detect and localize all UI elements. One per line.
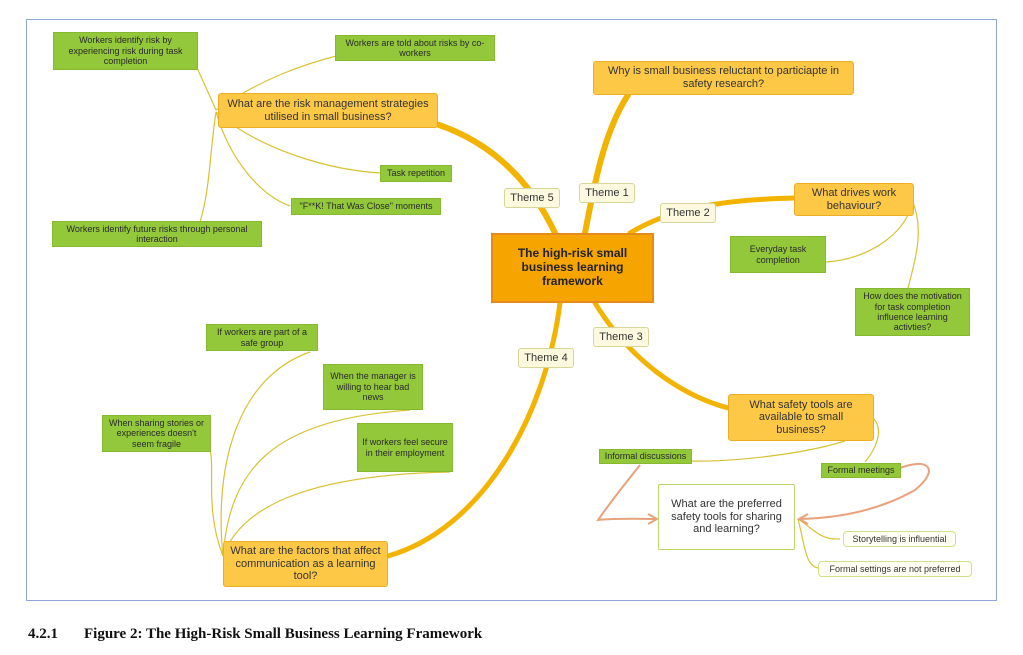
leaf-safe-group[interactable]: If workers are part of a safe group xyxy=(206,324,318,351)
leaf-task-repetition[interactable]: Task repetition xyxy=(380,165,452,182)
figure-frame xyxy=(26,19,997,601)
figure-caption: 4.2.1 Figure 2: The High-Risk Small Busin… xyxy=(28,626,482,643)
leaf-informal-discussions[interactable]: Informal discussions xyxy=(599,449,692,464)
leaf-storytelling[interactable]: Storytelling is influential xyxy=(843,531,956,547)
theme-5-label[interactable]: Theme 5 xyxy=(504,188,560,208)
theme-3-label[interactable]: Theme 3 xyxy=(593,327,649,347)
leaf-close-moments[interactable]: "F**K! That Was Close" moments xyxy=(291,198,441,215)
center-node[interactable]: The high-risk small business learning fr… xyxy=(491,233,654,303)
leaf-everyday-task[interactable]: Everyday task completion xyxy=(730,236,826,273)
leaf-motivation-influence[interactable]: How does the motivation for task complet… xyxy=(855,288,970,336)
leaf-experiencing-risk[interactable]: Workers identify risk by experiencing ri… xyxy=(53,32,198,70)
question-theme3[interactable]: What safety tools are available to small… xyxy=(728,394,874,441)
center-label: The high-risk small business learning fr… xyxy=(517,246,628,288)
caption-text: Figure 2: The High-Risk Small Business L… xyxy=(84,626,483,642)
theme-4-label[interactable]: Theme 4 xyxy=(518,348,574,368)
question-preferred-tools[interactable]: What are the preferred safety tools for … xyxy=(658,484,795,550)
leaf-sharing-stories[interactable]: When sharing stories or experiences does… xyxy=(102,415,211,452)
leaf-told-by-coworkers[interactable]: Workers are told about risks by co-worke… xyxy=(335,35,495,61)
leaf-formal-settings[interactable]: Formal settings are not preferred xyxy=(818,561,972,577)
question-theme4[interactable]: What are the factors that affect communi… xyxy=(223,541,388,587)
question-theme1[interactable]: Why is small business reluctant to parti… xyxy=(593,61,854,95)
leaf-manager-bad-news[interactable]: When the manager is willing to hear bad … xyxy=(323,364,423,410)
question-theme2[interactable]: What drives work behaviour? xyxy=(794,183,914,216)
leaf-formal-meetings[interactable]: Formal meetings xyxy=(821,463,901,478)
theme-2-label[interactable]: Theme 2 xyxy=(660,203,716,223)
theme-1-label[interactable]: Theme 1 xyxy=(579,183,635,203)
leaf-future-risks[interactable]: Workers identify future risks through pe… xyxy=(52,221,262,247)
caption-number: 4.2.1 xyxy=(28,626,58,642)
leaf-secure-employment[interactable]: If workers feel secure in their employme… xyxy=(357,423,453,472)
question-theme5[interactable]: What are the risk management strategies … xyxy=(218,93,438,128)
